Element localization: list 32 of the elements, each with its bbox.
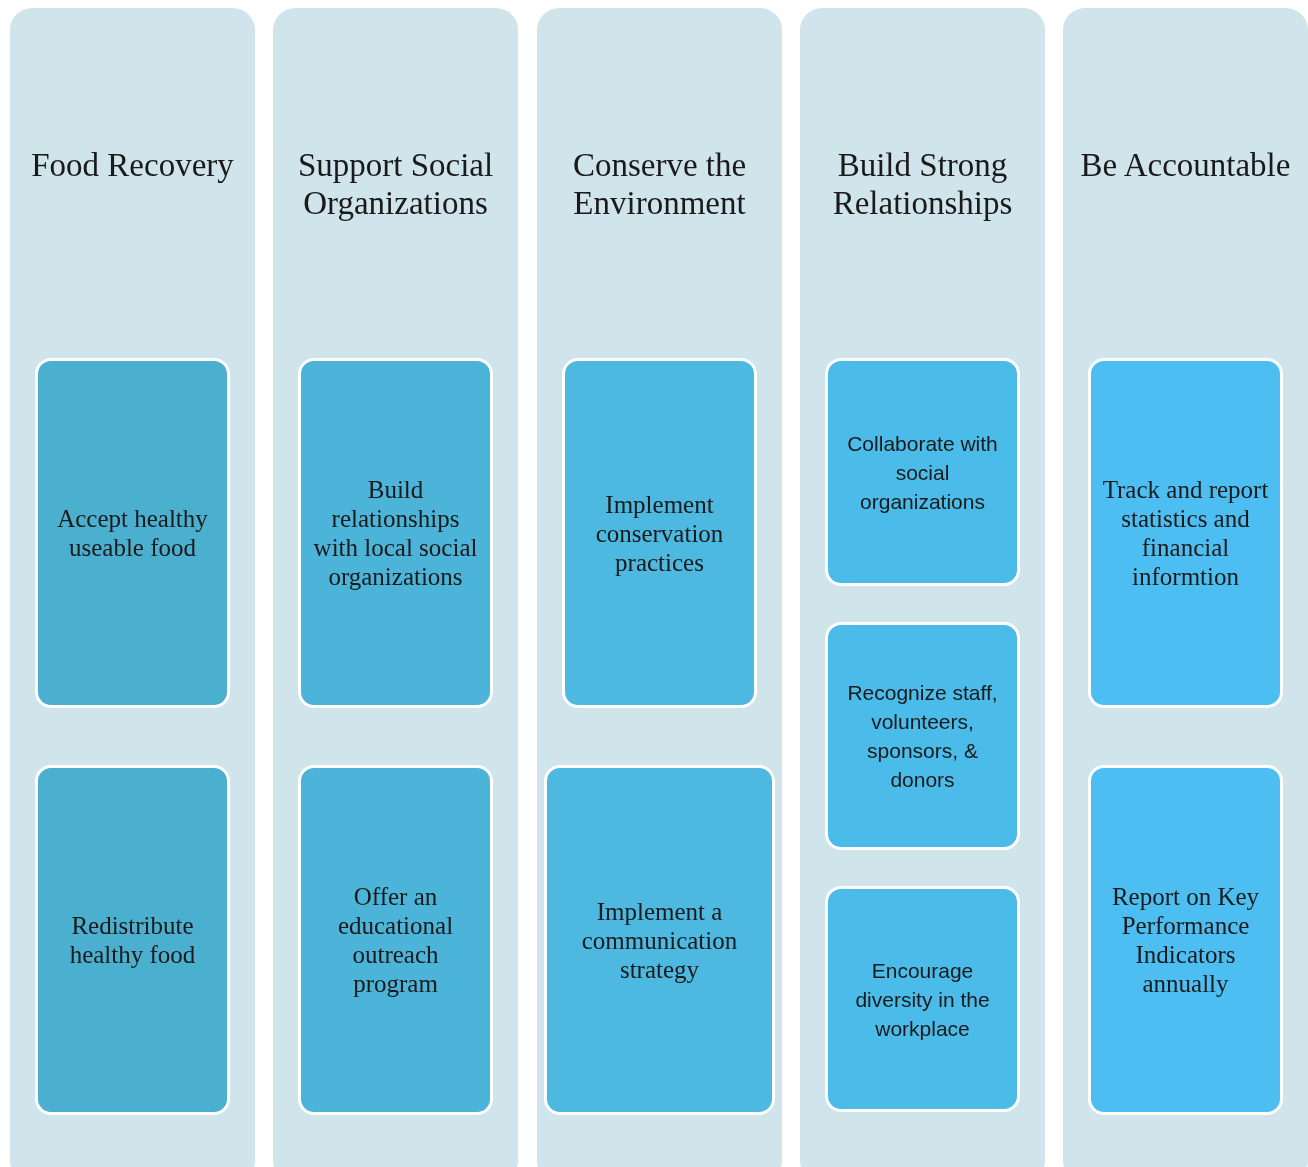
card-text: Implement a communication strategy (580, 896, 739, 985)
goal-card (825, 886, 1020, 1112)
column-panel (537, 8, 782, 1167)
column-panel (10, 8, 255, 1167)
column-heading: Build Strong Relationships (831, 146, 1014, 222)
goal-card (825, 358, 1020, 586)
goal-card (1088, 765, 1283, 1115)
goal-card (1088, 358, 1283, 708)
goal-card (562, 358, 757, 708)
card-text: Recognize staff, volunteers, sponsors, & donors (846, 680, 999, 793)
goal-card (298, 358, 493, 708)
goal-card (35, 765, 230, 1115)
column-panel (273, 8, 518, 1167)
card-text: Encourage diversity in the workplace (854, 957, 991, 1042)
goal-card (298, 765, 493, 1115)
card-text: Build relationships with local social organizations (312, 475, 479, 592)
column-heading: Conserve the Environment (571, 146, 748, 222)
card-text: Collaborate with social organizations (846, 430, 999, 515)
card-text: Implement conservation practices (594, 489, 725, 578)
card-text: Report on Key Performance Indicators annually (1110, 882, 1261, 999)
card-text: Track and report statistics and financial informtion (1101, 475, 1270, 592)
goal-card (825, 622, 1020, 850)
column-heading: Food Recovery (30, 146, 235, 184)
card-text: Redistribute healthy food (68, 911, 197, 970)
column-panel (1063, 8, 1308, 1167)
column-heading: Support Social Organizations (296, 146, 495, 222)
card-text: Offer an educational outreach program (336, 882, 455, 999)
column-heading: Be Accountable (1079, 146, 1292, 184)
column-panel (800, 8, 1045, 1167)
goal-card (544, 765, 775, 1115)
card-text: Accept healthy useable food (56, 504, 209, 563)
goal-card (35, 358, 230, 708)
